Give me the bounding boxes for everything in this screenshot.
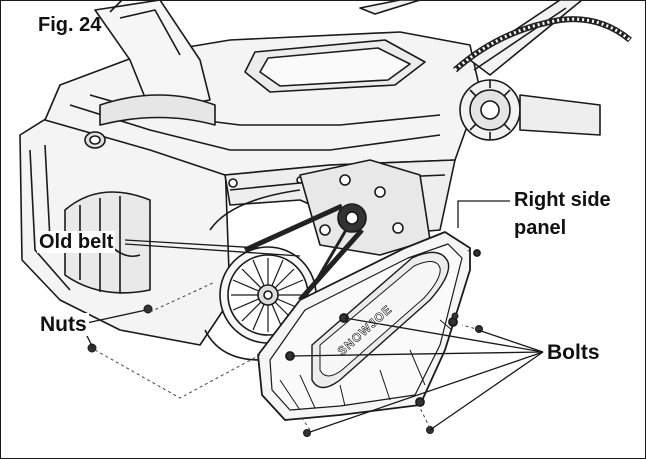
right-side-panel-label-line2: panel	[512, 214, 613, 242]
assembly-dashed-lines	[94, 247, 481, 431]
old-belt-label: Old belt	[37, 231, 116, 253]
bolts-label: Bolts	[545, 341, 602, 365]
figure-number: Fig. 24	[38, 14, 102, 36]
right-side-panel-label-line1: Right side	[512, 186, 613, 214]
machine-body	[19, 0, 481, 346]
handle-assembly	[359, 0, 632, 141]
nuts-label: Nuts	[38, 313, 89, 337]
right-side-panel	[257, 231, 481, 421]
leader-lines	[81, 200, 544, 433]
right-side-panel-label: Right side panel	[512, 186, 613, 242]
